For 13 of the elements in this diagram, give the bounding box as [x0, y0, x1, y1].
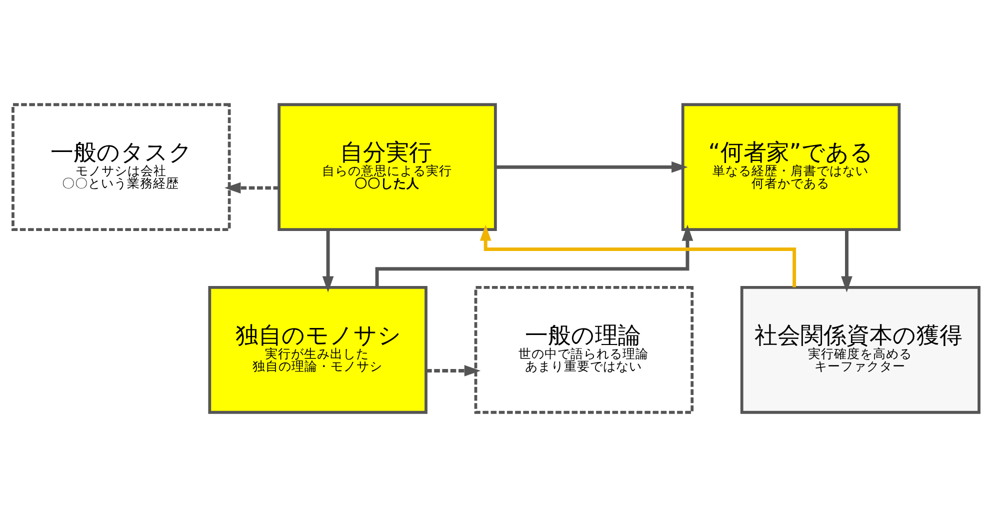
arrow [224, 182, 280, 194]
arrow [322, 230, 334, 292]
arrow [375, 224, 694, 288]
node-box: 独自のモノサシ 実行が生み出した 独自の理論・モノサシ [208, 286, 428, 414]
node-box: 社会関係資本の獲得 実行確度を高める キーファクター [740, 286, 980, 414]
arrow [480, 224, 796, 288]
node-box: 一般のタスク モノサシは会社 〇〇という業務経歴 [12, 103, 231, 232]
node-box: 自分実行 自らの意思による実行 〇〇した人 [278, 103, 497, 232]
arrow [426, 365, 481, 376]
node-box: “何者家”である 単なる経歴・肩書ではない 何者かである [681, 103, 901, 232]
arrow [841, 230, 852, 292]
arrow [495, 161, 688, 173]
node-box: 一般の理論 世の中で語られる理論 あまり重要ではない [474, 286, 694, 414]
